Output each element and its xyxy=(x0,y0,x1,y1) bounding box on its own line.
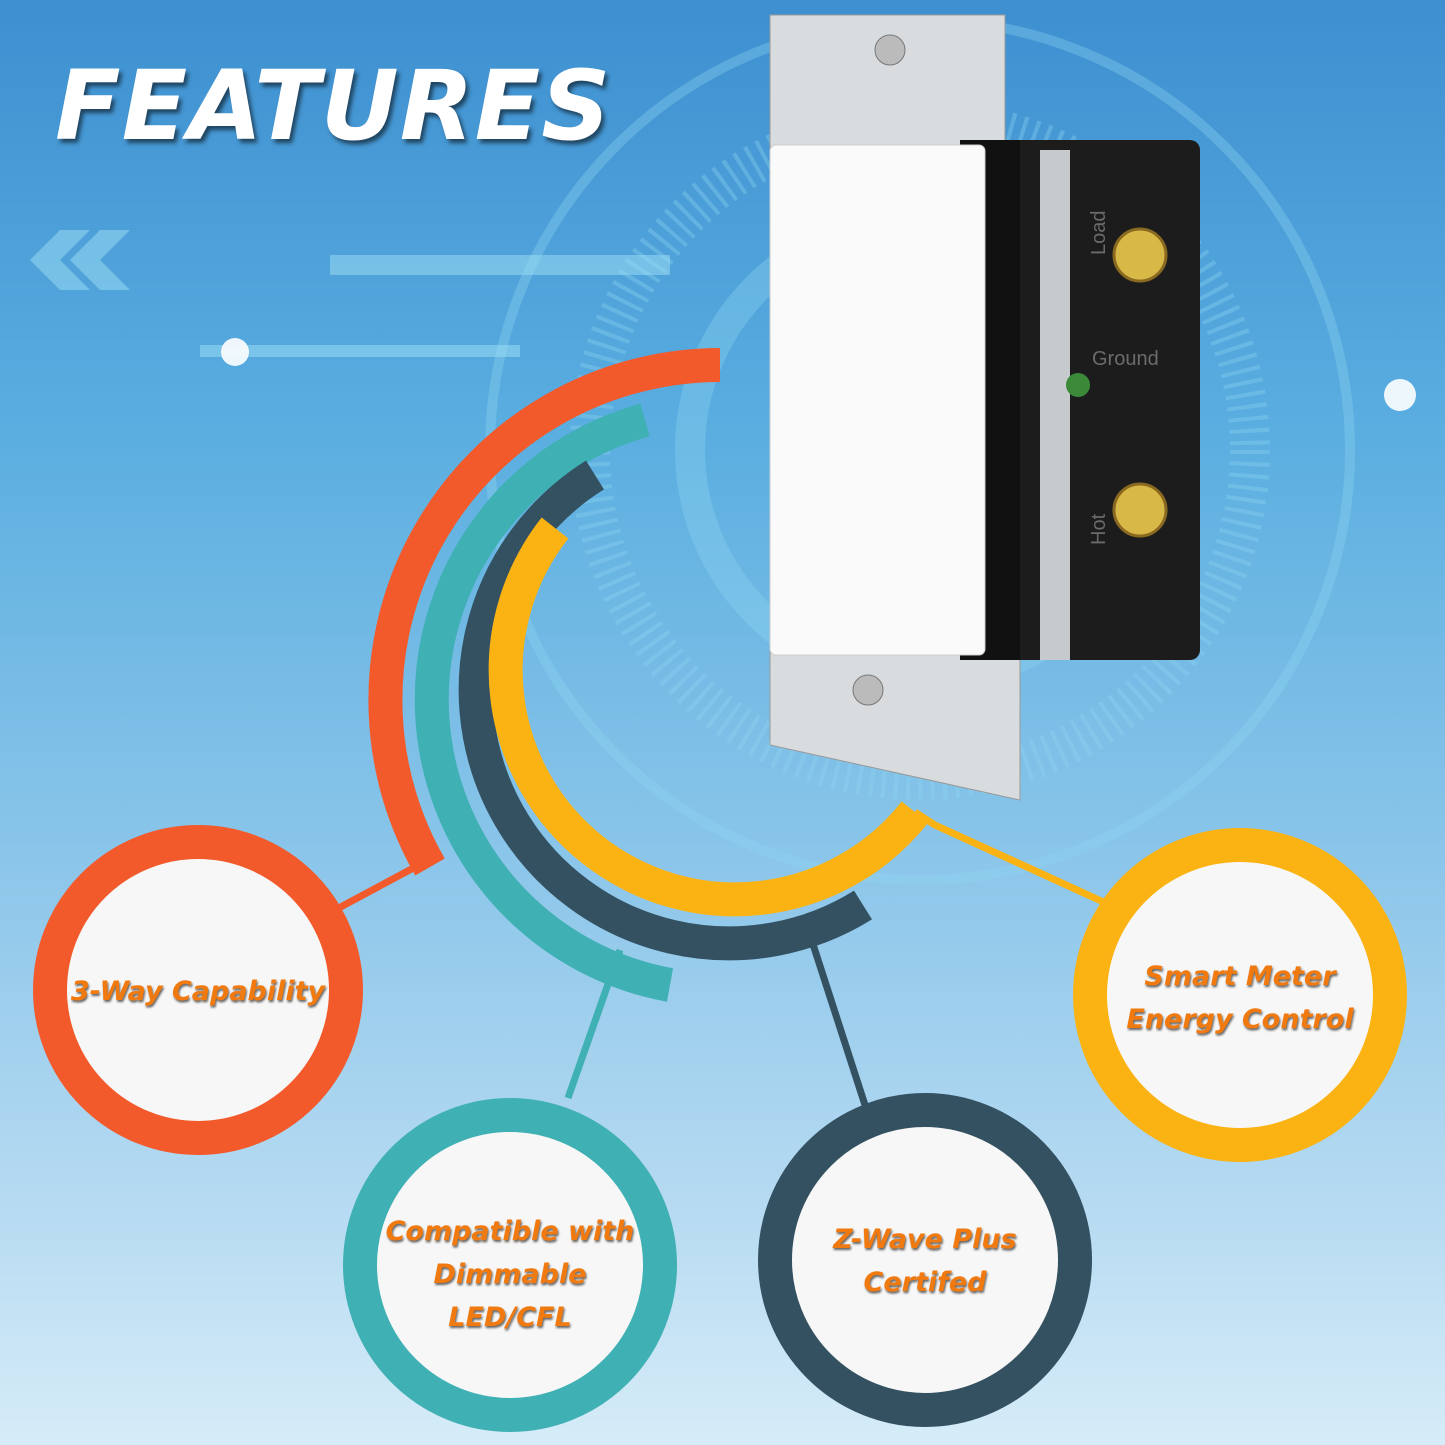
dimmer-switch-image xyxy=(769,14,1200,801)
terminal-label-load: Load xyxy=(1088,210,1110,256)
terminal-label-hot: Hot xyxy=(1088,513,1110,545)
circle-dark xyxy=(758,1093,1092,1427)
light-flare xyxy=(1384,379,1416,411)
circle-yellow xyxy=(1073,828,1407,1162)
page-title: FEATURES xyxy=(55,50,612,162)
feature-3-way: 3-Way Capability xyxy=(70,976,326,1007)
circle-orange xyxy=(33,825,363,1155)
arc-teal xyxy=(414,403,674,1002)
feature-circles xyxy=(33,825,1407,1432)
light-flare xyxy=(221,338,249,366)
circle-teal xyxy=(343,1098,677,1432)
arc-orange xyxy=(368,348,721,876)
arc-yellow xyxy=(488,517,929,917)
arc-dark xyxy=(458,460,872,961)
background-chevrons xyxy=(30,230,670,357)
terminal-label-ground: Ground xyxy=(1092,348,1159,370)
connector-lines xyxy=(333,809,1112,1107)
feature-arcs xyxy=(368,348,929,1002)
